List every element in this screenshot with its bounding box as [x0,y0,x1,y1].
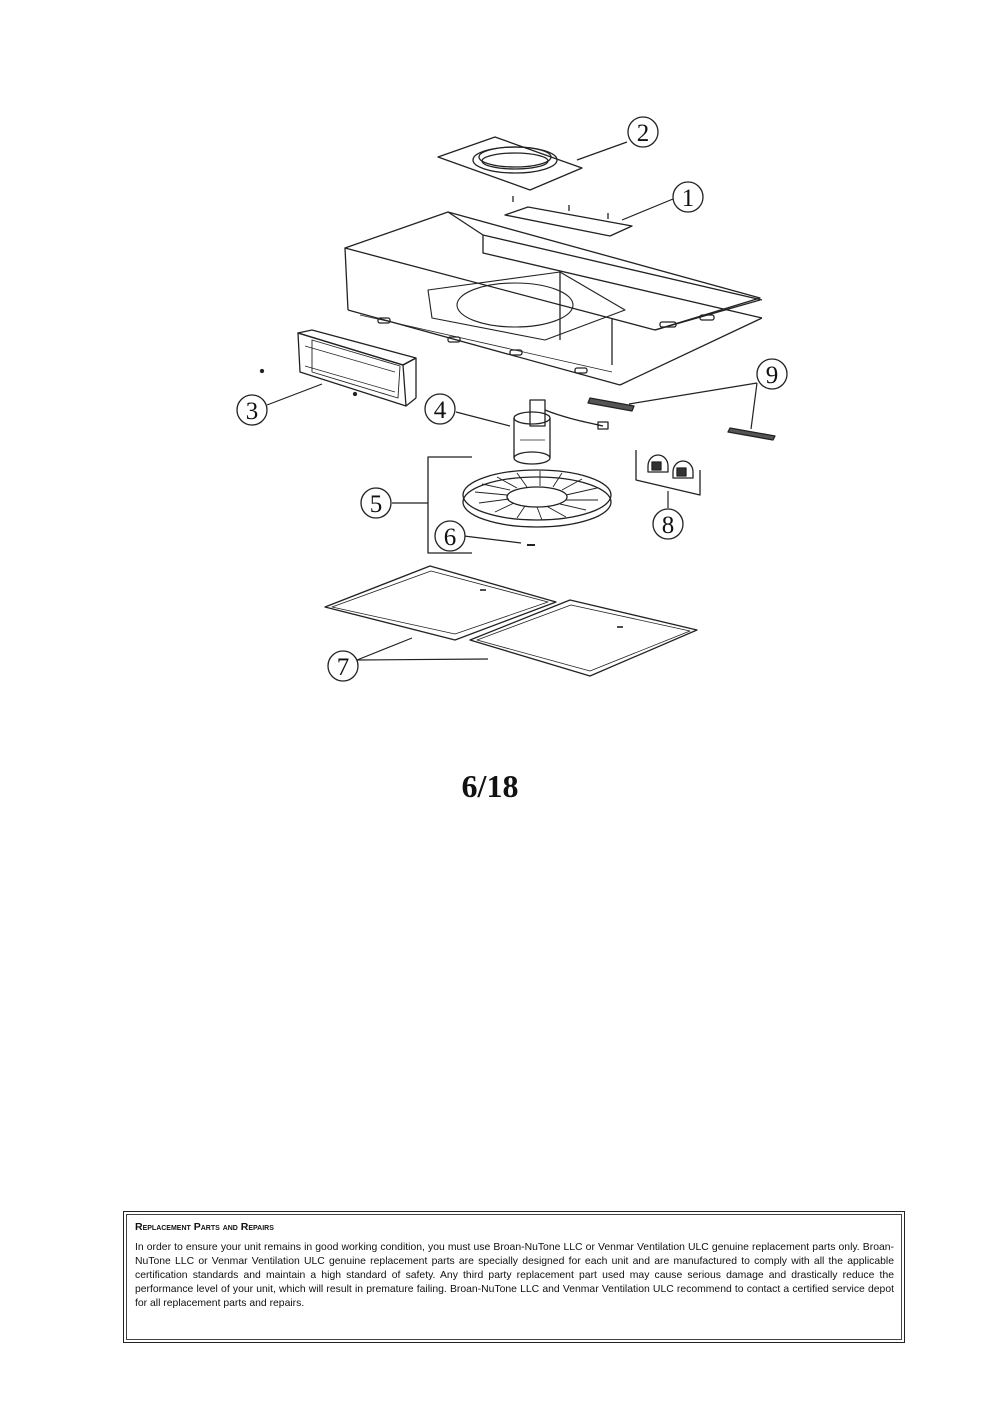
part-8-knobs [635,450,701,496]
callout-number-9: 9 [766,362,779,389]
callout-number-8: 8 [662,512,675,539]
part-4-motor [513,399,609,465]
callout-circle-5 [360,487,392,519]
callout-circle-9 [756,358,788,390]
notice-body: In order to ensure your unit remains in … [135,1242,894,1309]
part-7-grease-filters [324,565,698,677]
range-hood-body [344,211,763,386]
part-5-blower-assembly [427,456,612,554]
callout-number-7: 7 [337,654,350,681]
callout-number-6: 6 [444,524,457,551]
exploded-parts-diagram: 1 2 3 4 5 6 7 8 9 [236,116,788,682]
callout-circle-2 [627,116,659,148]
callout-number-2: 2 [637,120,650,147]
callout-circle-8 [652,508,684,540]
notice-inner-border [126,1214,902,1340]
callout-number-4: 4 [434,397,447,424]
callout-circle-7 [327,650,359,682]
callout-number-1: 1 [682,185,695,212]
callout-circle-6 [434,520,466,552]
callout-circle-4 [424,393,456,425]
page-number: 6/18 [461,768,519,804]
callout-circle-3 [236,394,268,426]
callout-number-5: 5 [370,491,383,518]
part-2-duct-collar [437,136,583,191]
notice-title: Replacement Parts and Repairs [135,1221,274,1233]
replacement-parts-notice: Replacement Parts and Repairs In order t… [123,1211,905,1343]
part-9-switch-covers [587,397,776,441]
callout-circle-1 [672,181,704,213]
callout-number-3: 3 [246,398,259,425]
part-1-damper-plate [504,196,633,237]
part-3-light-housing [259,329,417,407]
